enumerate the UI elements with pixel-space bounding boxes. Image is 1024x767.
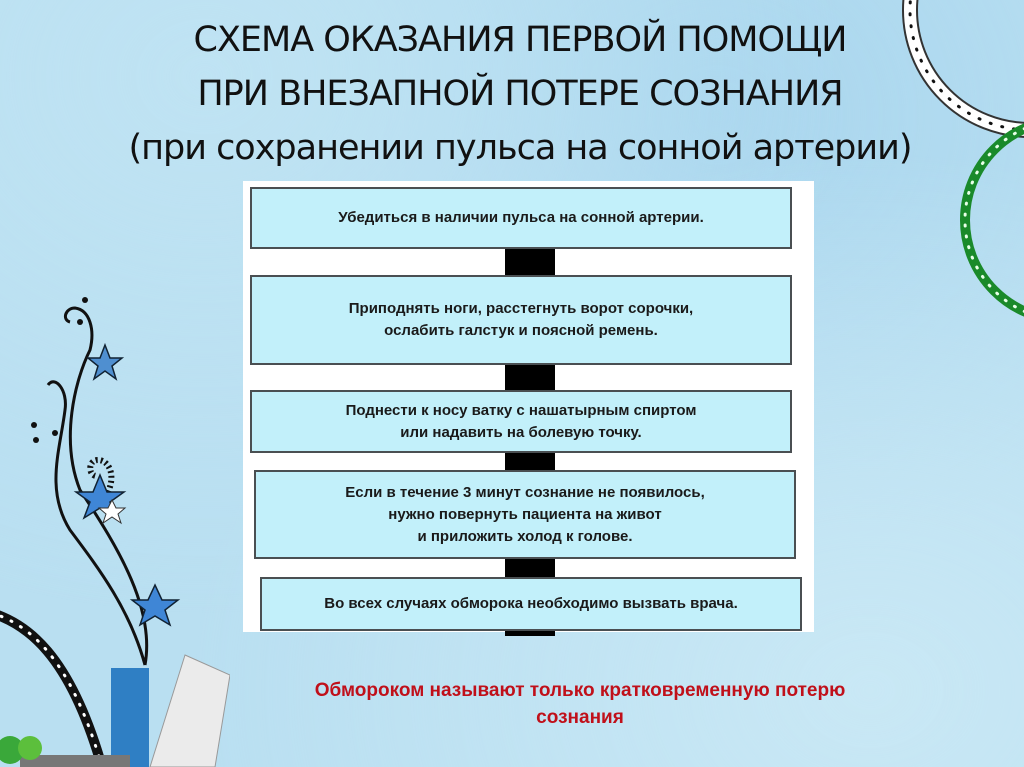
note-line2: сознания — [536, 707, 624, 728]
step-text: ослабить галстук и поясной ремень. — [384, 322, 658, 339]
flowchart-step-1: Убедиться в наличии пульса на сонной арт… — [250, 187, 792, 249]
step-text: Убедиться в наличии пульса на сонной арт… — [338, 209, 704, 226]
step-text: Если в течение 3 минут сознание не появи… — [345, 483, 705, 501]
slide-title-line2: ПРИ ВНЕЗАПНОЙ ПОТЕРЕ СОЗНАНИЯ — [197, 74, 843, 114]
note-line1: Обмороком называют только кратковременну… — [314, 680, 846, 701]
step-text: и приложить холод к голове. — [417, 527, 633, 545]
swirl-stars-icon — [0, 297, 230, 767]
step-text: или надавить на болевую точку. — [400, 423, 642, 441]
step-text: Во всех случаях обморока необходимо вызв… — [324, 595, 738, 612]
step-text: нужно повернуть пациента на живот — [388, 505, 662, 523]
flowchart-step-4: Если в течение 3 минут сознание не появи… — [254, 470, 796, 559]
step-text: Приподнять ноги, расстегнуть ворот сороч… — [348, 300, 694, 317]
step-text: Поднести к носу ватку с нашатырным спирт… — [345, 401, 697, 419]
white-dotted-ring-icon — [902, 0, 1024, 138]
slide-subtitle: (при сохранении пульса на сонной артерии… — [128, 128, 912, 168]
definition-note: Обмороком называют только кратковременну… — [200, 677, 960, 731]
green-dotted-ring-icon — [960, 123, 1024, 317]
flowchart-step-5: Во всех случаях обморока необходимо вызв… — [260, 577, 802, 631]
slide-title-line1: СХЕМА ОКАЗАНИЯ ПЕРВОЙ ПОМОЩИ — [193, 20, 848, 60]
flowchart-step-2: Приподнять ноги, расстегнуть ворот сороч… — [250, 275, 792, 365]
flowchart-step-3: Поднести к носу ватку с нашатырным спирт… — [250, 390, 792, 453]
